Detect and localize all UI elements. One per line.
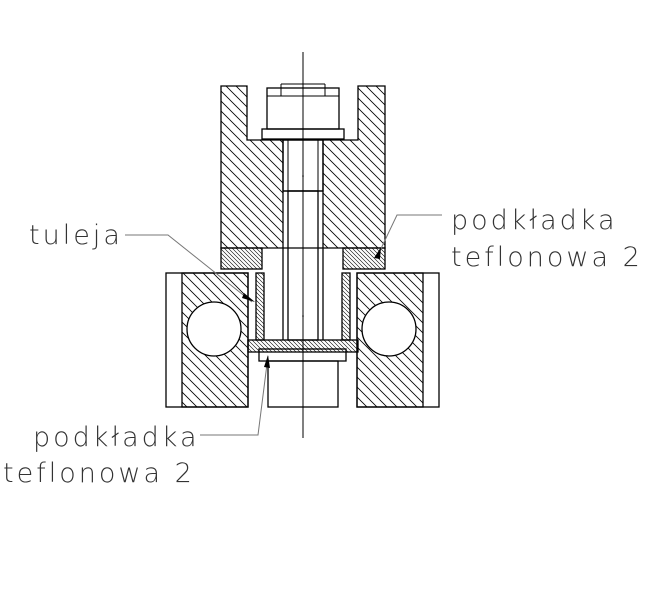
label-washer-bottom-line2: teflonowa 2 — [3, 458, 195, 489]
teflon-washer-top — [220, 247, 386, 270]
leader-tuleja — [125, 234, 255, 303]
teflon-washer-bottom — [247, 339, 359, 362]
bearing-left — [165, 272, 249, 408]
label-washer-bottom-line1: podkładka — [33, 422, 200, 453]
bolt-head — [261, 83, 345, 140]
leader-washer-bottom — [200, 355, 270, 436]
label-tuleja: tuleja — [29, 220, 123, 251]
leader-washer-top — [374, 214, 442, 259]
bore — [282, 248, 324, 340]
label-washer-top-line2: teflonowa 2 — [451, 242, 643, 273]
label-washer-top-line1: podkładka — [451, 205, 618, 236]
bottom-nut — [267, 360, 339, 408]
bearing-right — [356, 272, 440, 408]
